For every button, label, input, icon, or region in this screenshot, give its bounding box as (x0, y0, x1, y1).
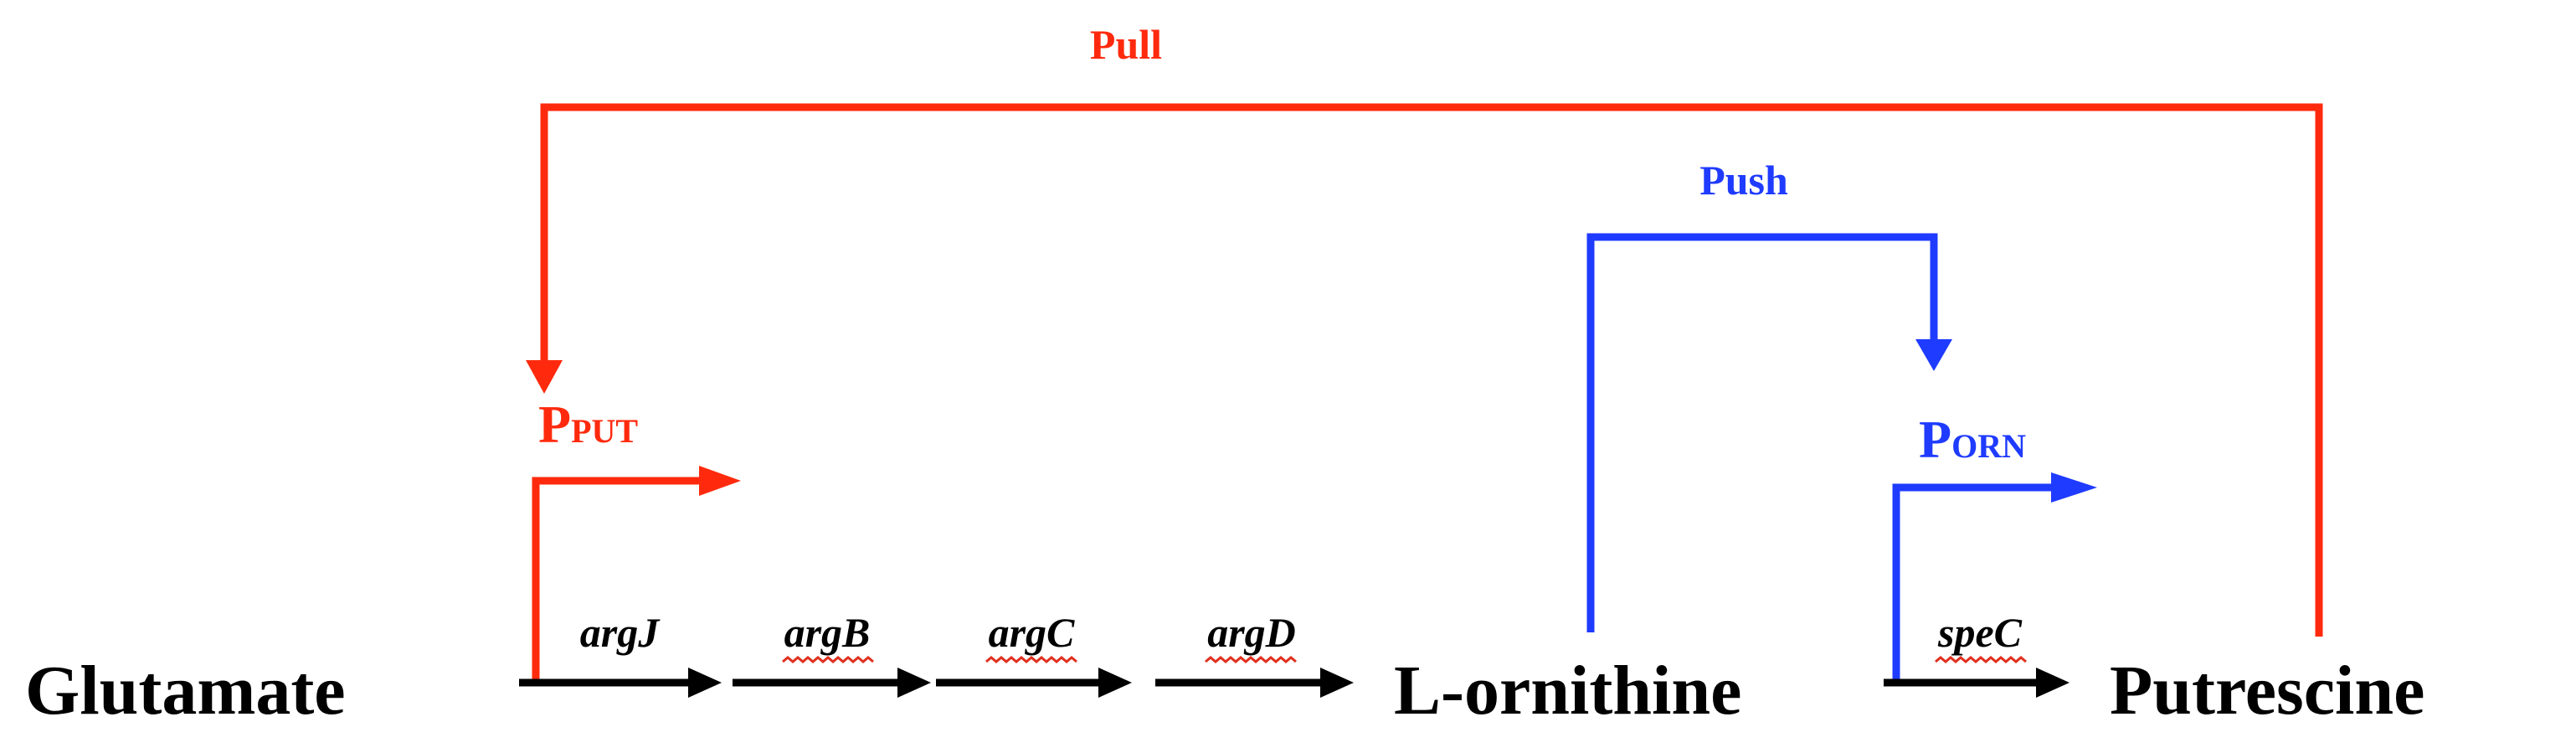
underline-argD (1205, 656, 1297, 663)
push-line (1586, 233, 1938, 632)
pull-arrowhead (526, 360, 563, 394)
promoter-orn-line (1892, 483, 2055, 680)
push-arrowhead (1915, 339, 1952, 371)
push-feedback: Push (1586, 157, 1952, 632)
underline-argB (782, 656, 874, 663)
pull-feedback: Pull (526, 21, 2323, 637)
promoter-put-main: P (538, 395, 571, 454)
promoter-orn-label: PORN (1919, 410, 2026, 469)
underline-argC (985, 656, 1077, 663)
pull-line (540, 103, 2323, 637)
promoter-orn-sub: ORN (1951, 427, 2026, 465)
gene-label-argB: argB (784, 609, 871, 656)
promoter-put-label: PPUT (538, 395, 638, 454)
metabolite-ornithine: L-ornithine (1394, 652, 1741, 730)
gene-label-argJ: argJ (580, 609, 661, 656)
gene-arrow-speC (1884, 668, 2070, 698)
gene-arrow-argD (1155, 668, 1354, 698)
promoter-put-arrowhead (699, 466, 741, 496)
promoter-orn-arrowhead (2051, 472, 2097, 503)
gene-label-argC: argC (989, 609, 1075, 656)
gene-label-argD: argD (1207, 609, 1296, 656)
gene-arrows (519, 668, 2070, 698)
promoter-orn-main: P (1919, 410, 1951, 469)
promoter-put: PPUT (532, 395, 741, 680)
promoter-put-sub: PUT (571, 412, 638, 450)
promoter-orn: PORN (1892, 410, 2097, 680)
underline-speC (1935, 656, 2027, 663)
gene-arrow-argB (733, 668, 931, 698)
metabolite-putrescine: Putrescine (2110, 652, 2424, 730)
metabolite-glutamate: Glutamate (25, 652, 346, 730)
spellcheck-underlines (782, 656, 2027, 663)
gene-label-speC: speC (1937, 609, 2023, 656)
push-label: Push (1699, 157, 1788, 204)
pull-label: Pull (1090, 21, 1162, 68)
gene-arrow-argC (936, 668, 1132, 698)
promoter-put-line (532, 477, 703, 680)
gene-arrow-argJ (519, 668, 722, 698)
